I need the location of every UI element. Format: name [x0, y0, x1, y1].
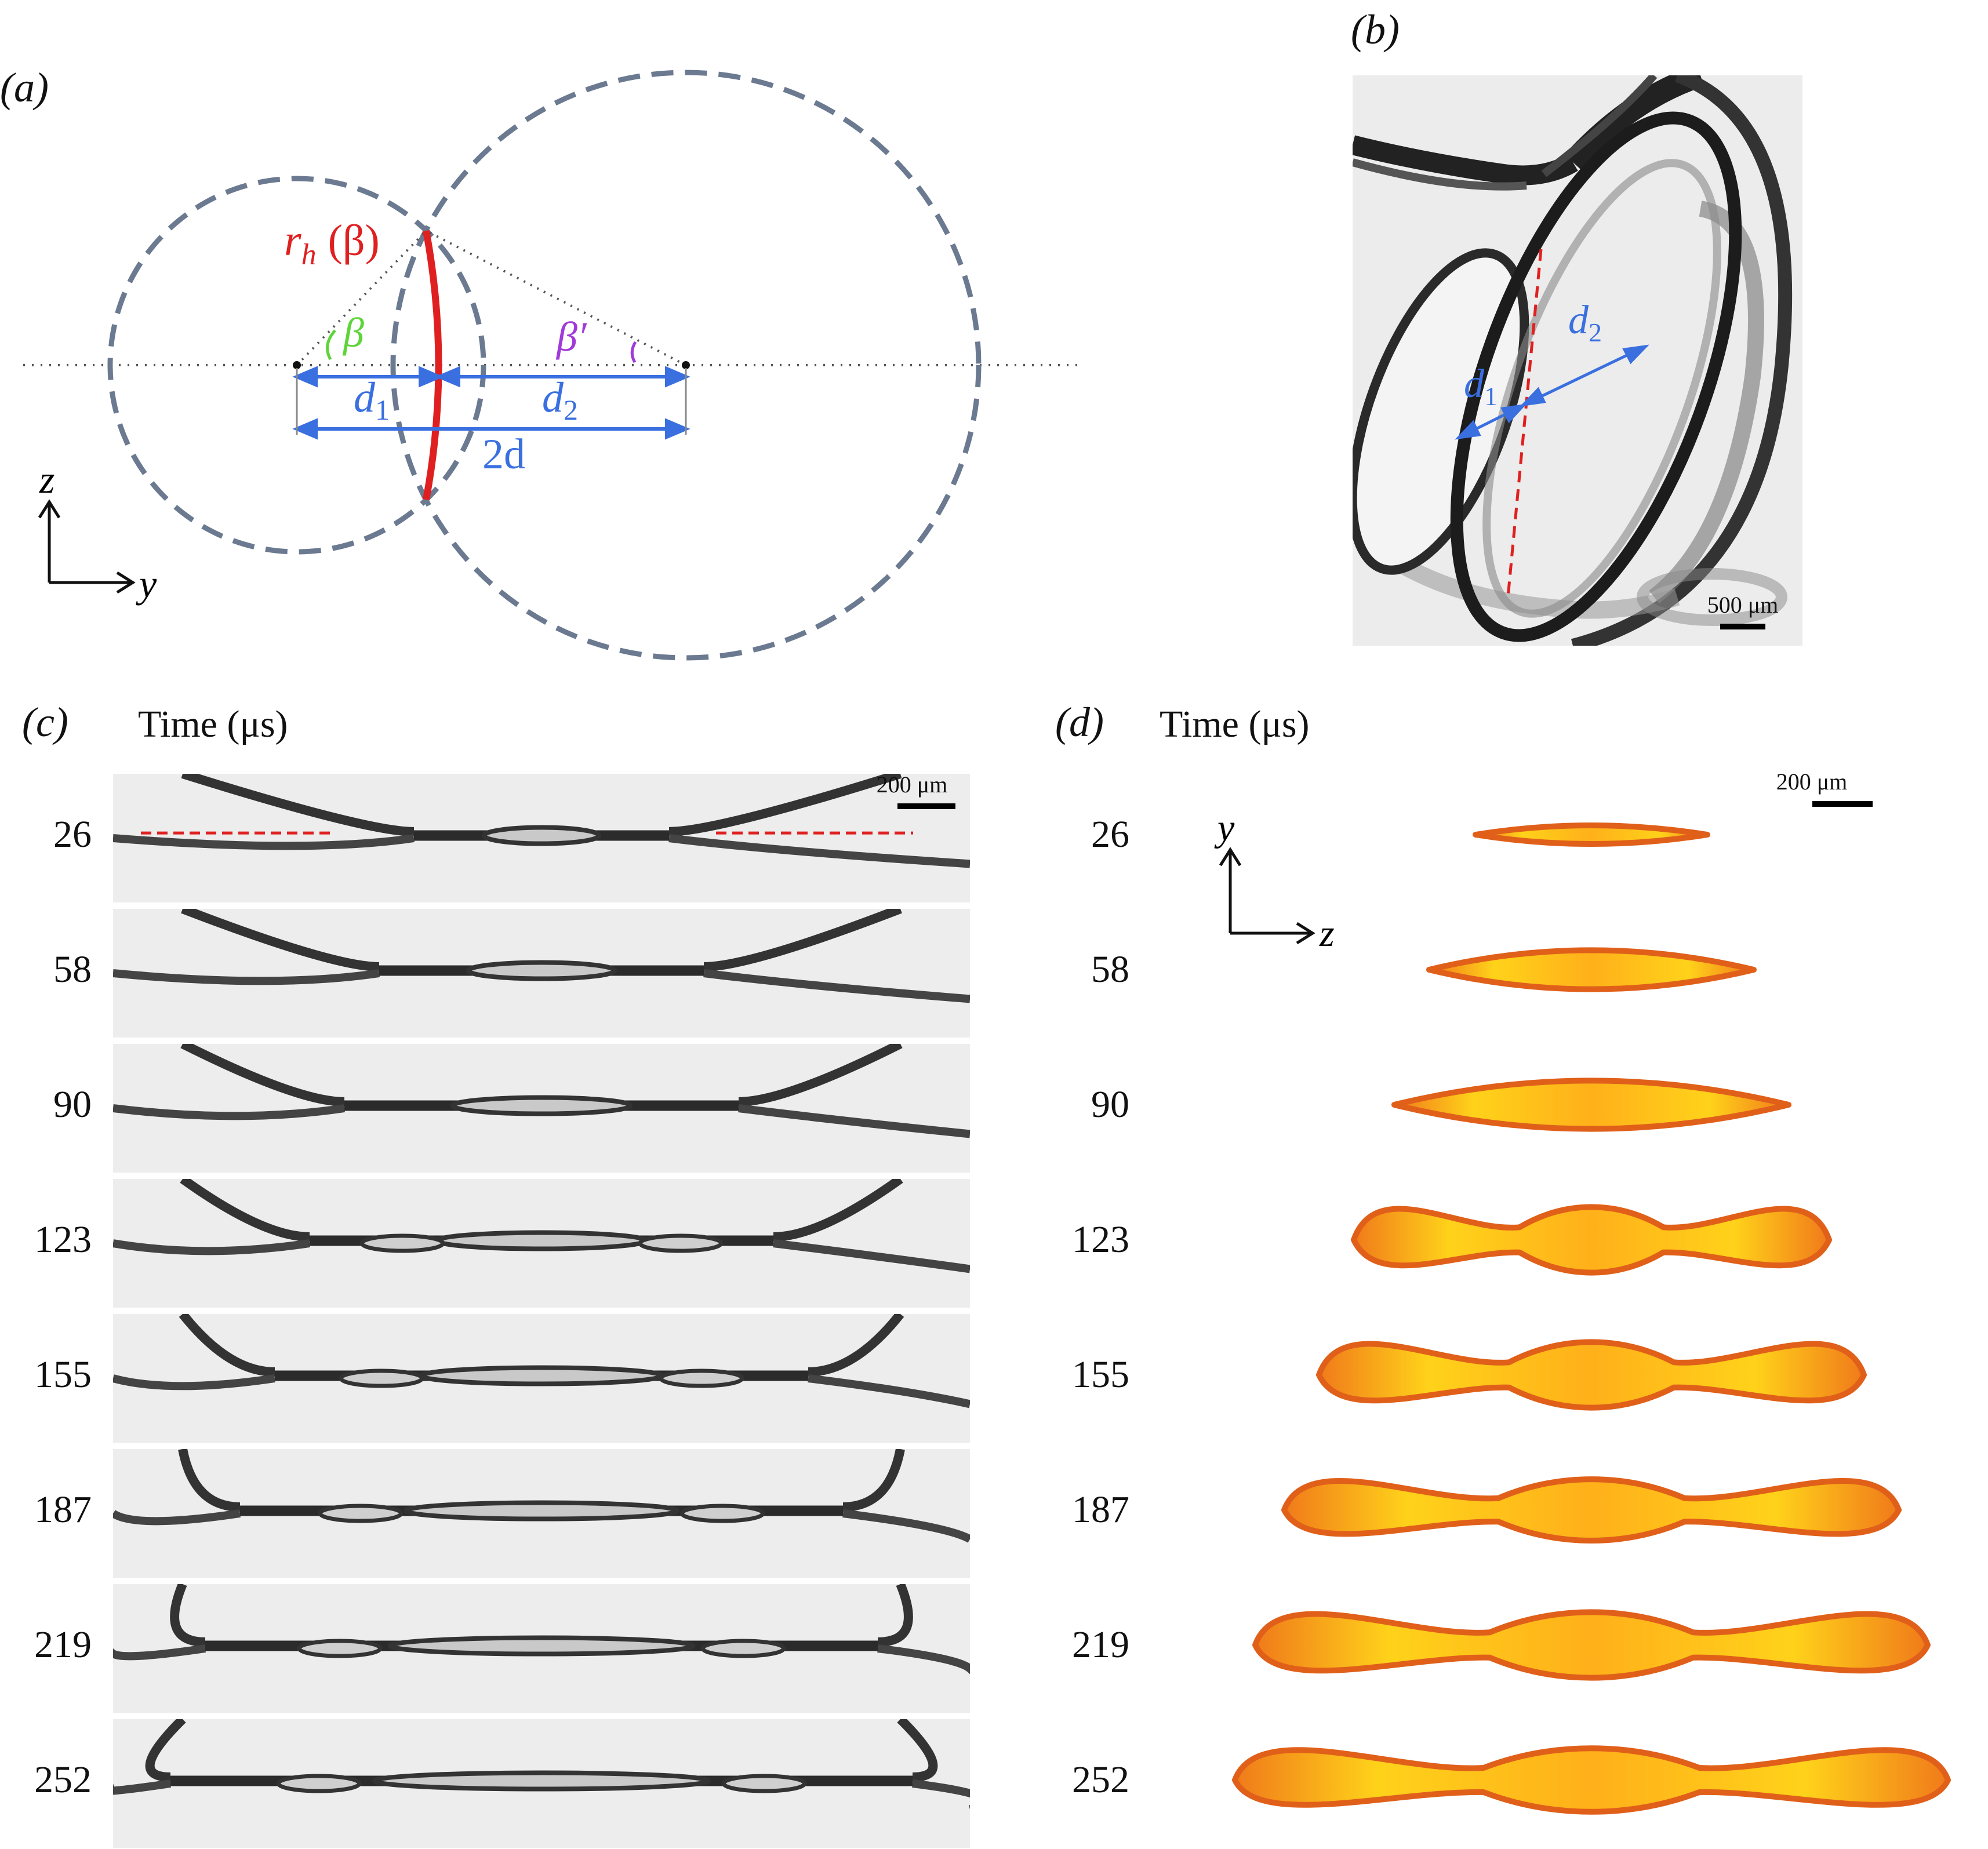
beta-prime-arc: [630, 341, 637, 363]
panel-d-time-6: 219: [1072, 1624, 1129, 1666]
film-sheet-3: [1351, 1204, 1832, 1276]
contact-line-arc: [423, 230, 442, 501]
bubble-1-circle: [107, 176, 486, 555]
d2-label: d2: [542, 374, 578, 426]
panel-c-scale-bar: [897, 803, 955, 809]
panel-d-time-0: 26: [1091, 813, 1129, 856]
film-sheet-5: [1281, 1476, 1902, 1544]
beta-arc: [326, 329, 336, 361]
beta-prime-label: β′: [555, 314, 587, 360]
film-sheet-2: [1391, 1078, 1791, 1132]
bubble-2-circle: [390, 70, 982, 661]
panel-c-time-0: 26: [53, 813, 92, 856]
d1-label: d1: [354, 374, 390, 426]
axis-y-label: y: [136, 562, 157, 606]
panel-c-time-2: 90: [53, 1083, 92, 1126]
d-axis-z-label: z: [1319, 912, 1335, 955]
d-axis-y-label: y: [1214, 807, 1235, 849]
panel-c-frame-2: [113, 1044, 970, 1173]
panel-c-frame-7: [113, 1719, 970, 1848]
panel-b-scale-label: 500 μm: [1707, 592, 1779, 618]
photo-d2-label: d2: [1568, 298, 1602, 347]
center-1-dot: [293, 361, 301, 369]
panel-d-scale-label: 200 μm: [1776, 769, 1848, 795]
panel-c-time-5: 187: [34, 1488, 92, 1531]
panel-c-scale-label: 200 μm: [876, 771, 948, 798]
panel-d-time-header: Time (μs): [1160, 703, 1310, 745]
panel-b-scale-bar: [1720, 624, 1765, 629]
panel-a-label: (a): [0, 64, 49, 111]
panel-c-time-6: 219: [34, 1624, 92, 1666]
panel-c-label: (c): [22, 699, 68, 745]
film-sheet-1: [1426, 947, 1757, 992]
panel-d-time-4: 155: [1072, 1353, 1129, 1396]
panel-c-frame-6: [113, 1584, 970, 1713]
axis-z-label: z: [39, 457, 54, 501]
panel-d-time-3: 123: [1072, 1218, 1129, 1261]
film-sheet-0: [1473, 822, 1710, 847]
panel-d-axes: y z: [1214, 807, 1335, 955]
panel-d-time-5: 187: [1072, 1488, 1129, 1531]
rh-label: rh(β): [284, 216, 380, 271]
panel-d-time-2: 90: [1091, 1083, 1129, 1126]
contact-line-dashed: [1506, 249, 1543, 598]
panel-d-label: (d): [1055, 699, 1104, 745]
photo-d1-label: d1: [1464, 362, 1498, 411]
panel-c-time-3: 123: [34, 1218, 92, 1261]
panel-d-time-7: 252: [1072, 1759, 1129, 1801]
panel-c-frame-4: [113, 1314, 970, 1443]
panel-d-scale-bar: [1812, 801, 1873, 807]
film-sheet-6: [1252, 1609, 1931, 1681]
film-sheet-4: [1316, 1339, 1867, 1411]
two-d-label: 2d: [482, 431, 525, 478]
panel-c-time-1: 58: [53, 948, 92, 991]
panel-c-time-header: Time (μs): [138, 703, 288, 745]
panel-c-frame-3: [113, 1179, 970, 1308]
radius-1-line: [296, 230, 427, 366]
panel-c-time-7: 252: [34, 1759, 92, 1801]
panel-b-label: (b): [1351, 6, 1400, 53]
center-2-dot: [682, 361, 690, 369]
film-sheet-7: [1232, 1745, 1951, 1815]
panel-c-time-4: 155: [34, 1353, 92, 1396]
panel-c-frame-1: [113, 909, 970, 1038]
panel-a-diagram: rh(β) β β′ d1 d2 2d z y: [23, 70, 1078, 661]
panel-d-time-1: 58: [1091, 948, 1129, 991]
panel-c-frame-0: [113, 774, 970, 902]
panel-c-frame-5: [113, 1449, 970, 1578]
beta-label: β: [342, 310, 364, 356]
panel-b-photo: d1 d2 500 μm: [1353, 75, 1802, 646]
